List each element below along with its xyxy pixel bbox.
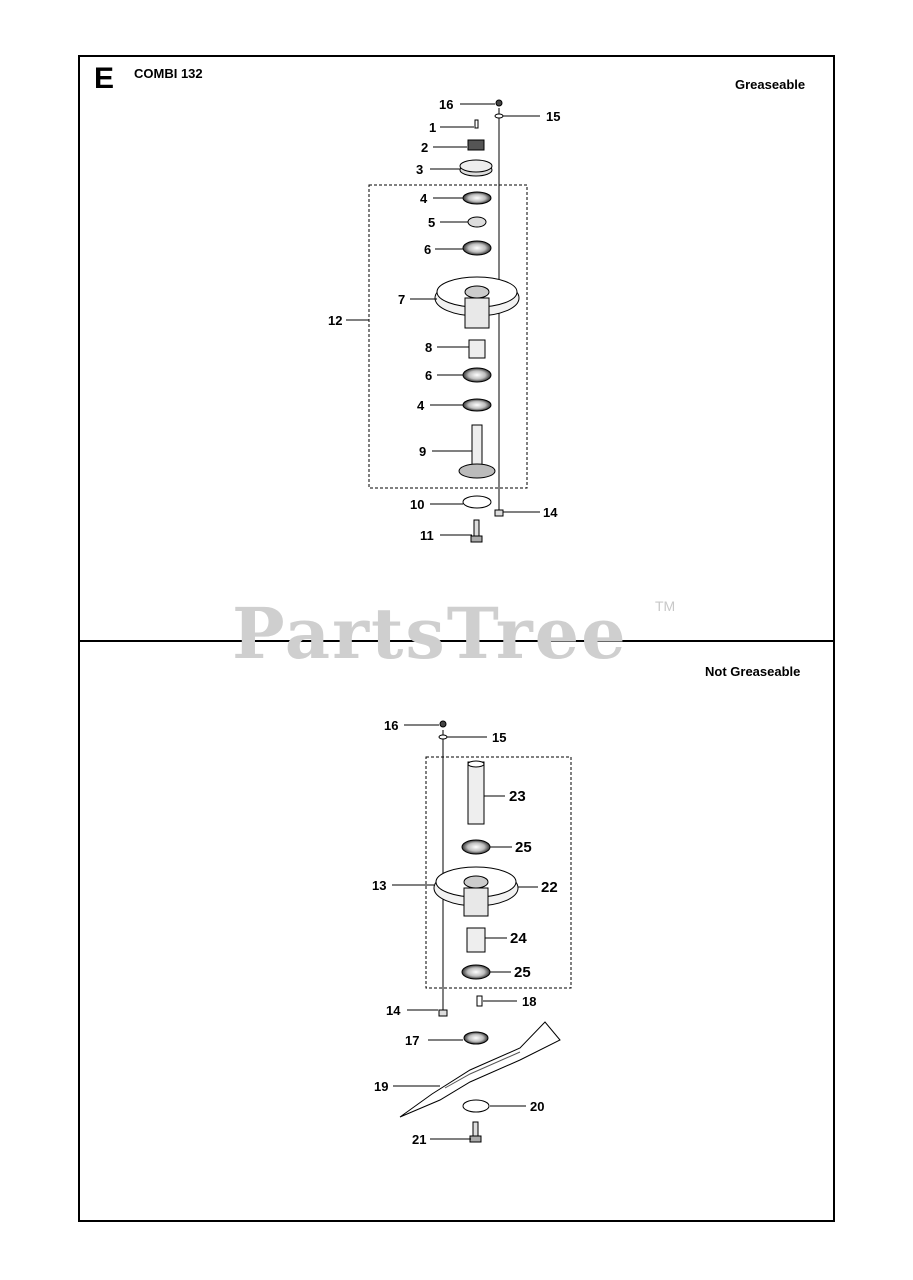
part-4-seal bbox=[462, 191, 492, 205]
part-15b-washer bbox=[438, 734, 448, 740]
group-box-12 bbox=[368, 184, 528, 489]
bottom-assembly bbox=[392, 720, 572, 1143]
callout-25b: 25 bbox=[514, 964, 531, 981]
callout-18: 18 bbox=[522, 994, 536, 1009]
part-6b-bearing bbox=[462, 367, 492, 383]
variant-label-greaseable: Greaseable bbox=[735, 77, 806, 92]
part-16b-nut bbox=[439, 720, 447, 728]
part-11-bolt bbox=[473, 519, 480, 539]
callout-24: 24 bbox=[510, 930, 527, 947]
part-25b-bearing bbox=[461, 964, 491, 980]
callout-23: 23 bbox=[509, 788, 526, 805]
part-20-washer bbox=[462, 1099, 490, 1113]
top-callouts: 16 15 1 2 3 4 5 6 7 12 8 6 4 9 10 14 11 bbox=[328, 97, 560, 543]
callout-13: 13 bbox=[372, 878, 386, 893]
callout-7: 7 bbox=[398, 292, 405, 307]
callout-4b: 4 bbox=[417, 398, 425, 413]
callout-12: 12 bbox=[328, 313, 342, 328]
callout-1: 1 bbox=[429, 120, 436, 135]
callout-10: 10 bbox=[410, 497, 424, 512]
part-5-spacer bbox=[467, 216, 487, 228]
top-assembly bbox=[346, 99, 540, 543]
part-9-shaft bbox=[471, 424, 483, 466]
part-6-bearing bbox=[462, 240, 492, 256]
part-4b-seal bbox=[462, 398, 492, 412]
diagram-frame bbox=[78, 55, 835, 1222]
callout-21: 21 bbox=[412, 1132, 426, 1147]
part-14b-bolt bbox=[438, 1009, 448, 1017]
part-2-nut bbox=[467, 139, 485, 151]
part-15-washer bbox=[494, 113, 504, 119]
watermark: PartsTree bbox=[232, 592, 628, 675]
callout-6: 6 bbox=[424, 242, 431, 257]
callout-8: 8 bbox=[425, 340, 432, 355]
part-25-bearing bbox=[461, 839, 491, 855]
group-box-13 bbox=[425, 756, 572, 989]
part-10-disc bbox=[462, 495, 492, 509]
callout-5: 5 bbox=[428, 215, 435, 230]
bottom-callouts: 16 15 23 25 13 22 24 25 14 18 17 19 20 2… bbox=[372, 718, 558, 1147]
part-23-shaft bbox=[467, 761, 485, 825]
part-16-nut bbox=[495, 99, 503, 107]
variant-label-not-greaseable: Not Greaseable bbox=[705, 664, 801, 679]
part-8-sleeve bbox=[468, 339, 486, 359]
part-24-sleeve bbox=[466, 927, 486, 953]
callout-16: 16 bbox=[439, 97, 453, 112]
model-title: COMBI 132 bbox=[134, 66, 203, 81]
callout-20: 20 bbox=[530, 1099, 544, 1114]
callout-25: 25 bbox=[515, 839, 532, 856]
part-1-fitting bbox=[474, 119, 479, 129]
callout-15b: 15 bbox=[492, 730, 506, 745]
callout-11: 11 bbox=[420, 528, 434, 543]
callout-16b: 16 bbox=[384, 718, 398, 733]
part-14-bolt bbox=[494, 509, 504, 517]
callout-22: 22 bbox=[541, 879, 558, 896]
callout-4: 4 bbox=[420, 191, 428, 206]
part-17-hub bbox=[463, 1031, 489, 1045]
callout-19: 19 bbox=[374, 1079, 388, 1094]
callout-9: 9 bbox=[419, 444, 426, 459]
watermark-tm: TM bbox=[655, 598, 676, 614]
panel-divider bbox=[78, 640, 835, 642]
callout-6b: 6 bbox=[425, 368, 432, 383]
callout-15: 15 bbox=[546, 109, 560, 124]
callout-14: 14 bbox=[543, 505, 558, 520]
callout-3: 3 bbox=[416, 162, 423, 177]
callout-2: 2 bbox=[421, 140, 428, 155]
part-18-key bbox=[476, 995, 483, 1007]
callout-14b: 14 bbox=[386, 1003, 401, 1018]
callout-17: 17 bbox=[405, 1033, 419, 1048]
section-letter: E bbox=[94, 62, 115, 95]
